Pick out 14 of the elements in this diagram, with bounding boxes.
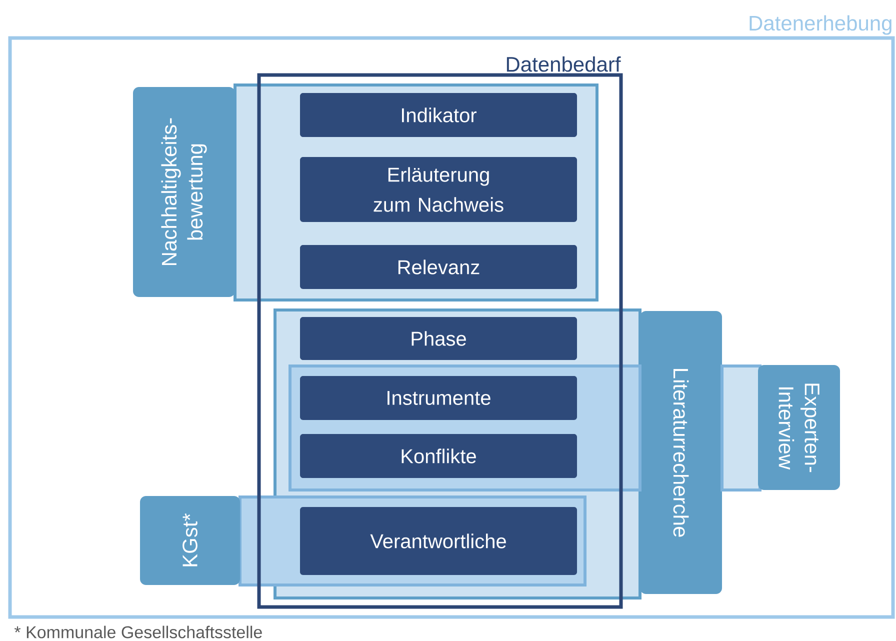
item-box: Verantwortliche (300, 507, 577, 575)
item-box: Indikator (300, 93, 577, 137)
item-box: Instrumente (300, 376, 577, 420)
frame-title: Datenerhebung (750, 15, 892, 35)
item-box: Phase (300, 317, 577, 360)
tab-label: Experten- Interview (758, 365, 840, 490)
frame-title: Datenbedarf (506, 56, 621, 72)
tab-label: Literaturrecherche (640, 311, 722, 594)
item-box: Relevanz (300, 245, 577, 289)
item-box: Erläuterung zum Nachweis (300, 157, 577, 222)
footnote: * Kommunale Gesellschaftsstelle (14, 626, 262, 638)
tab-label: Nachhaltigkeits- bewertung (133, 87, 235, 297)
item-box: Konflikte (300, 434, 577, 478)
tab-label: KGst* (140, 496, 240, 585)
